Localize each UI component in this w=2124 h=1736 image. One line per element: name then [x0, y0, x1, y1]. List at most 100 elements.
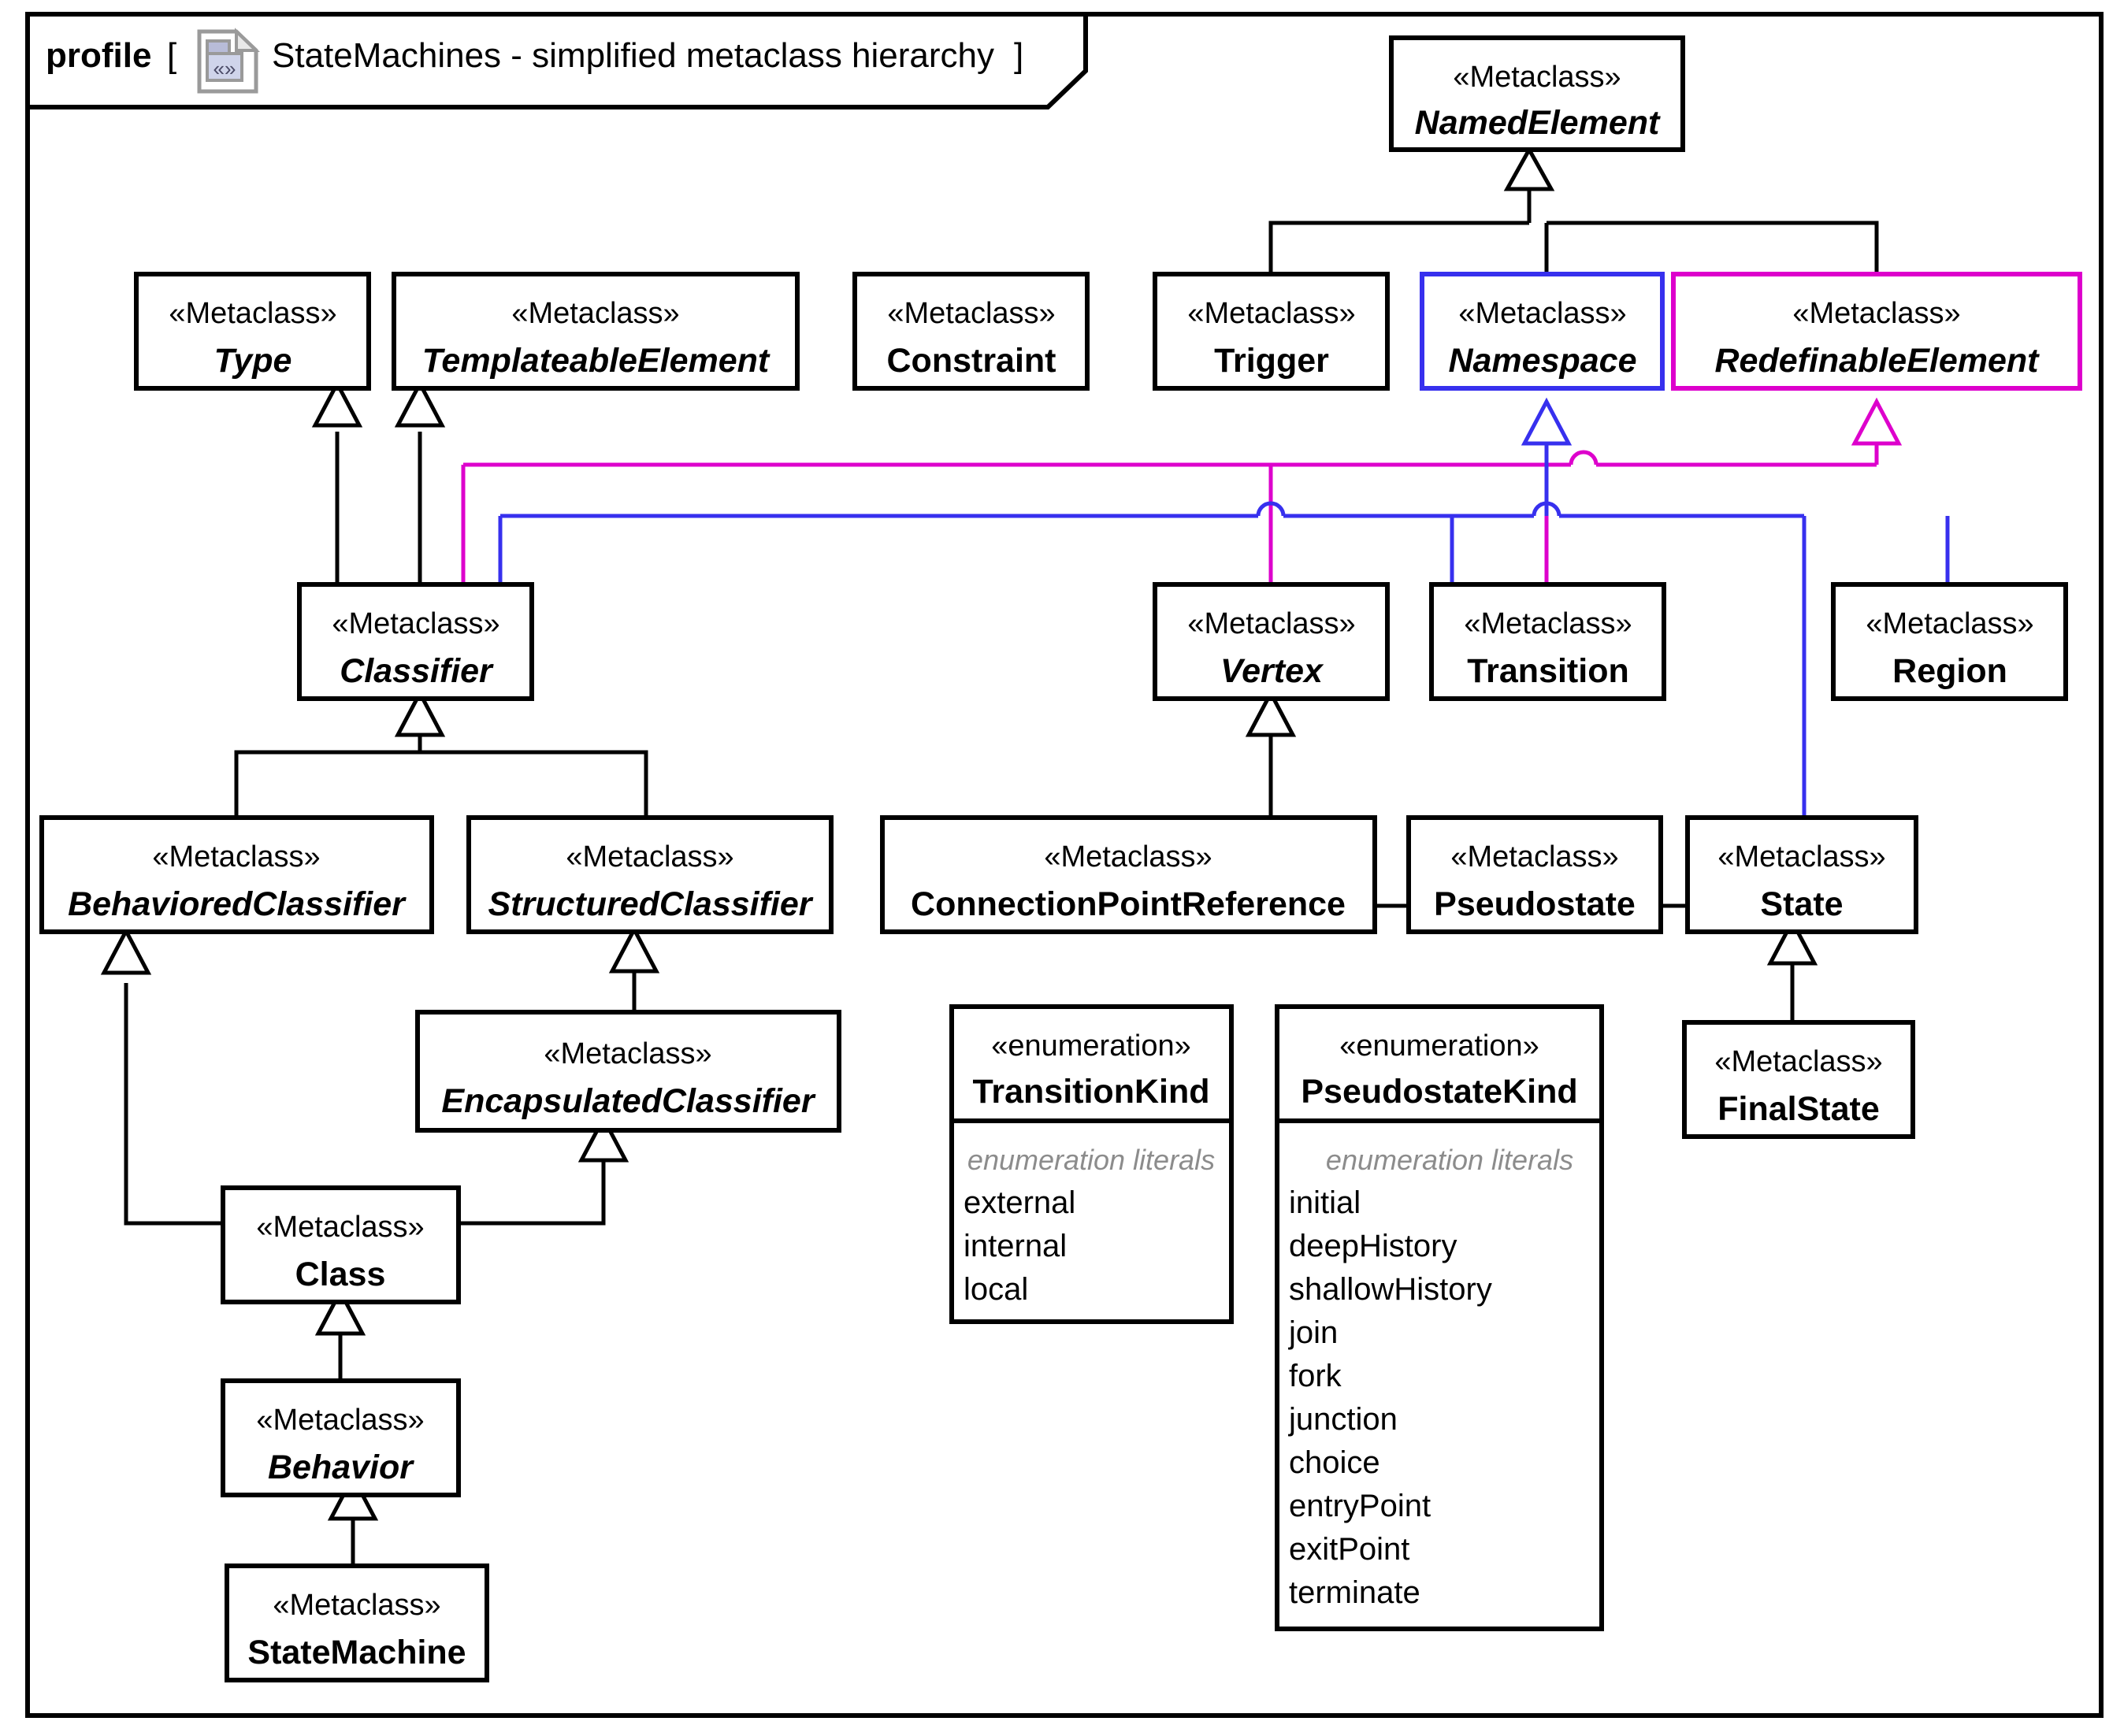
class-node-Constraint[interactable]: «Metaclass» Constraint — [852, 272, 1090, 391]
class-node-Behavior[interactable]: «Metaclass» Behavior — [221, 1378, 461, 1497]
class-node-State[interactable]: «Metaclass» State — [1685, 815, 1918, 934]
link-classifier-children-bus — [234, 707, 648, 818]
class-name-StructuredClassifier: StructuredClassifier — [488, 885, 813, 923]
enum-literal: choice — [1289, 1445, 1380, 1480]
stereotype-Namespace: «Metaclass» — [1458, 297, 1626, 330]
profile-document-icon: «» — [197, 28, 260, 94]
enum-literal: deepHistory — [1289, 1229, 1457, 1263]
enum-name-PseudostateKind: PseudostateKind — [1301, 1073, 1577, 1111]
arrowhead-classifier — [394, 688, 446, 737]
class-name-Class: Class — [295, 1256, 386, 1293]
stereotype-TemplateableElement: «Metaclass» — [511, 297, 679, 330]
enum-literal: junction — [1288, 1402, 1398, 1437]
stereotype-Type: «Metaclass» — [169, 297, 336, 330]
link-class-behaviored — [124, 983, 223, 1226]
enum-literals-caption-TransitionKind: enumeration literals — [967, 1144, 1215, 1176]
arrowhead-encapsulatedclassifier — [577, 1114, 629, 1163]
class-name-Transition: Transition — [1467, 652, 1628, 690]
arrowhead-redefinableelement — [1851, 397, 1903, 446]
class-name-EncapsulatedClassifier: EncapsulatedClassifier — [441, 1082, 815, 1120]
class-name-Type: Type — [214, 342, 292, 380]
blue-bus-hop-1 — [1256, 501, 1286, 517]
class-name-TemplateableElement: TemplateableElement — [422, 342, 771, 380]
stereotype-Region: «Metaclass» — [1866, 607, 2033, 640]
class-name-Behavior: Behavior — [268, 1449, 414, 1486]
frame-bracket-open: [ — [167, 36, 176, 75]
enum-literal: fork — [1289, 1359, 1342, 1393]
link-redefinableelement-namedelement — [1547, 221, 1879, 281]
enum-literal: initial — [1289, 1185, 1361, 1220]
class-name-Pseudostate: Pseudostate — [1434, 885, 1636, 923]
frame-bracket-close: ] — [1014, 36, 1023, 75]
stereotype-Trigger: «Metaclass» — [1187, 297, 1355, 330]
enum-literal: terminate — [1289, 1575, 1420, 1610]
link-trigger-namedelement — [1268, 221, 1529, 281]
enum-literal: join — [1288, 1315, 1338, 1350]
frame-keyword: profile — [46, 36, 151, 75]
stereotype-ConnectionPointReference: «Metaclass» — [1044, 840, 1212, 874]
enum-literal: entryPoint — [1289, 1489, 1431, 1523]
stereotype-State: «Metaclass» — [1717, 840, 1885, 874]
class-name-StateMachine: StateMachine — [247, 1634, 466, 1671]
class-name-RedefinableElement: RedefinableElement — [1715, 342, 2040, 380]
enum-literal: local — [964, 1272, 1028, 1307]
class-name-NamedElement: NamedElement — [1415, 104, 1661, 142]
class-node-ConnectionPointReference[interactable]: «Metaclass» ConnectionPointReference — [880, 815, 1377, 934]
class-node-Trigger[interactable]: «Metaclass» Trigger — [1153, 272, 1390, 391]
class-node-Pseudostate[interactable]: «Metaclass» Pseudostate — [1406, 815, 1663, 934]
enum-literals-caption-PseudostateKind: enumeration literals — [1326, 1144, 1573, 1176]
arrowhead-state — [1766, 917, 1818, 966]
stereotype-RedefinableElement: «Metaclass» — [1792, 297, 1960, 330]
class-name-Constraint: Constraint — [887, 342, 1056, 380]
class-name-Namespace: Namespace — [1448, 342, 1636, 380]
class-node-Class[interactable]: «Metaclass» Class — [221, 1185, 461, 1304]
arrowhead-behavioredclassifier — [100, 926, 152, 975]
enum-name-TransitionKind: TransitionKind — [973, 1073, 1210, 1111]
stereotype-Transition: «Metaclass» — [1464, 607, 1632, 640]
enumeration-node-TransitionKind[interactable]: «enumeration» TransitionKind enumeration… — [949, 1004, 1234, 1324]
stereotype-TransitionKind: «enumeration» — [991, 1029, 1191, 1063]
arrowhead-vertex — [1245, 688, 1297, 737]
class-node-TemplateableElement[interactable]: «Metaclass» TemplateableElement — [392, 272, 800, 391]
class-node-RedefinableElement[interactable]: «Metaclass» RedefinableElement — [1671, 272, 2082, 391]
class-node-Region[interactable]: «Metaclass» Region — [1831, 582, 2068, 701]
blue-bus-hop-2 — [1532, 501, 1561, 517]
class-node-EncapsulatedClassifier[interactable]: «Metaclass» EncapsulatedClassifier — [415, 1010, 841, 1133]
class-node-Vertex[interactable]: «Metaclass» Vertex — [1153, 582, 1390, 701]
class-node-Classifier[interactable]: «Metaclass» Classifier — [297, 582, 534, 701]
class-node-StateMachine[interactable]: «Metaclass» StateMachine — [225, 1564, 489, 1682]
class-node-Transition[interactable]: «Metaclass» Transition — [1429, 582, 1666, 701]
class-node-Namespace[interactable]: «Metaclass» Namespace — [1420, 272, 1665, 391]
class-name-FinalState: FinalState — [1717, 1090, 1880, 1128]
stereotype-StateMachine: «Metaclass» — [273, 1589, 440, 1622]
enum-literal: shallowHistory — [1289, 1272, 1492, 1307]
frame-title: StateMachines - simplified metaclass hie… — [272, 36, 994, 75]
class-name-Trigger: Trigger — [1214, 342, 1329, 380]
class-node-FinalState[interactable]: «Metaclass» FinalState — [1682, 1020, 1915, 1139]
enumeration-node-PseudostateKind[interactable]: «enumeration» PseudostateKind enumeratio… — [1275, 1004, 1604, 1631]
stereotype-PseudostateKind: «enumeration» — [1339, 1029, 1539, 1063]
stereotype-Pseudostate: «Metaclass» — [1450, 840, 1618, 874]
enum-literal: exitPoint — [1289, 1532, 1409, 1567]
class-node-Type[interactable]: «Metaclass» Type — [134, 272, 371, 391]
link-class-encapsulated — [459, 1132, 606, 1226]
class-node-NamedElement[interactable]: «Metaclass» NamedElement — [1389, 35, 1685, 152]
magenta-bus-hop — [1569, 450, 1599, 466]
enum-literal: internal — [964, 1229, 1067, 1263]
stereotype-Constraint: «Metaclass» — [887, 297, 1055, 330]
arrowhead-namespace — [1521, 397, 1573, 446]
class-name-Vertex: Vertex — [1220, 652, 1324, 690]
stereotype-NamedElement: «Metaclass» — [1453, 61, 1621, 94]
frame-name-tab — [25, 12, 1088, 109]
stereotype-BehavioredClassifier: «Metaclass» — [152, 840, 320, 874]
stereotype-StructuredClassifier: «Metaclass» — [566, 840, 733, 874]
class-name-Region: Region — [1892, 652, 2007, 690]
profile-icon-glyph: «» — [214, 57, 236, 80]
class-name-ConnectionPointReference: ConnectionPointReference — [911, 885, 1346, 923]
stereotype-EncapsulatedClassifier: «Metaclass» — [544, 1037, 711, 1070]
stereotype-FinalState: «Metaclass» — [1714, 1045, 1882, 1078]
arrowhead-class — [314, 1287, 366, 1336]
arrowhead-templateableelement — [394, 379, 446, 428]
class-node-StructuredClassifier[interactable]: «Metaclass» StructuredClassifier — [466, 815, 834, 934]
class-node-BehavioredClassifier[interactable]: «Metaclass» BehavioredClassifier — [39, 815, 434, 934]
